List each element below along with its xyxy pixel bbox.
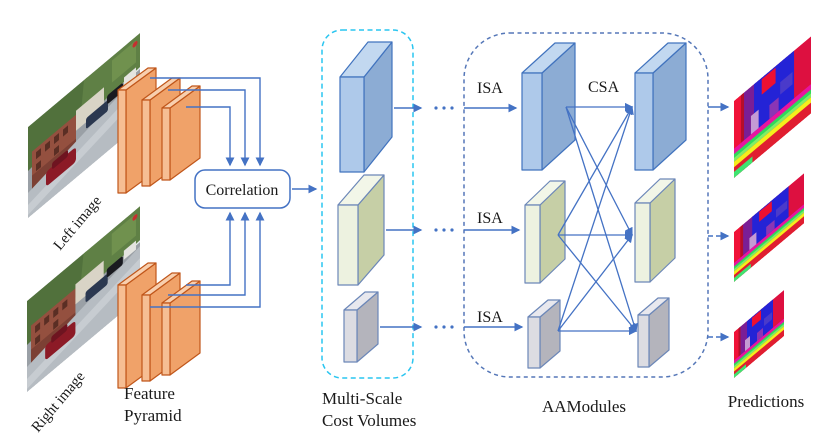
slab-front-face	[634, 202, 651, 283]
aamodules-container	[463, 32, 709, 378]
cross-connection-1-to-3	[565, 106, 638, 333]
slab-front-face	[117, 284, 127, 389]
ellipsis-dot-row2-1	[434, 228, 438, 232]
aamodule-left-slab-medium	[524, 180, 566, 284]
cost-to-aa-arrows	[380, 103, 524, 332]
cross-scale-connections	[557, 102, 638, 336]
slab-front-face	[339, 76, 365, 173]
slab-front-face	[117, 89, 127, 194]
isa-label-row3: ISA	[477, 309, 503, 326]
aamodule-left-slab-small	[527, 299, 561, 369]
cost-volume-medium	[337, 174, 385, 286]
isa-label-row1: ISA	[477, 80, 503, 97]
feature-to-correlation-arrows	[150, 77, 265, 308]
ellipsis-dot-row2-2	[442, 228, 446, 232]
slab-front-face	[527, 316, 541, 369]
cross-connection-2-to-1	[557, 105, 633, 236]
cost-volumes-label-line1: Multi-Scale	[322, 389, 402, 408]
feature-pyramid-left-slab-3	[161, 85, 201, 181]
cross-connection-1-to-2	[565, 106, 633, 237]
slab-front-face	[634, 72, 654, 171]
cross-connection-2-to-3	[557, 234, 637, 332]
cost-volumes-label-line2: Cost Volumes	[322, 411, 416, 430]
slab-front-face	[521, 72, 543, 171]
right-feature-arrow-1	[186, 211, 235, 286]
correlation-label: Correlation	[206, 182, 279, 199]
left-feature-arrow-2	[168, 89, 250, 167]
feature-pyramid-label-line2: Pyramid	[124, 406, 182, 425]
ellipsis-dot-row1-3	[450, 106, 454, 110]
right-feature-arrow-3	[150, 211, 265, 308]
slabs-layer	[117, 41, 687, 389]
cross-connection-3-to-1	[557, 105, 634, 332]
left-feature-arrow-3	[186, 106, 235, 167]
ellipsis-dots	[434, 106, 454, 329]
right-feature-arrow-2	[168, 211, 250, 296]
ellipsis-dot-row3-3	[450, 325, 454, 329]
aamodule-right-slab-large	[634, 42, 687, 171]
ellipsis-dot-row1-2	[442, 106, 446, 110]
slab-front-face	[637, 314, 650, 368]
feature-pyramid-label-line1: Feature	[124, 384, 175, 403]
slab-front-face	[524, 204, 541, 284]
slab-front-face	[141, 99, 151, 187]
cost-volume-small	[343, 291, 379, 363]
ellipsis-dot-row1-1	[434, 106, 438, 110]
isa-label-row2: ISA	[477, 210, 503, 227]
cost-volume-large	[339, 41, 393, 173]
slab-front-face	[337, 204, 359, 286]
slab-front-face	[161, 107, 171, 181]
left-feature-arrow-1	[150, 77, 265, 167]
slab-front-face	[141, 294, 151, 382]
correlation-box: Correlation	[194, 169, 318, 209]
cross-connection-3-to-2	[557, 233, 633, 332]
slab-front-face	[343, 309, 358, 363]
ellipsis-dot-row2-3	[450, 228, 454, 232]
ellipsis-dot-row3-1	[434, 325, 438, 329]
prediction-arrows	[708, 102, 730, 342]
predictions-label: Predictions	[728, 392, 805, 411]
aamodule-left-slab-large	[521, 42, 576, 171]
cost-volumes-container	[321, 29, 414, 379]
feature-pyramid-right-slab-3	[161, 280, 201, 376]
ellipsis-dot-row3-2	[442, 325, 446, 329]
aamodules-label: AAModules	[542, 397, 626, 416]
aamodule-right-slab-medium	[634, 178, 676, 283]
csa-label: CSA	[588, 79, 620, 96]
slab-front-face	[161, 302, 171, 376]
aamodule-right-slab-small	[637, 297, 670, 368]
